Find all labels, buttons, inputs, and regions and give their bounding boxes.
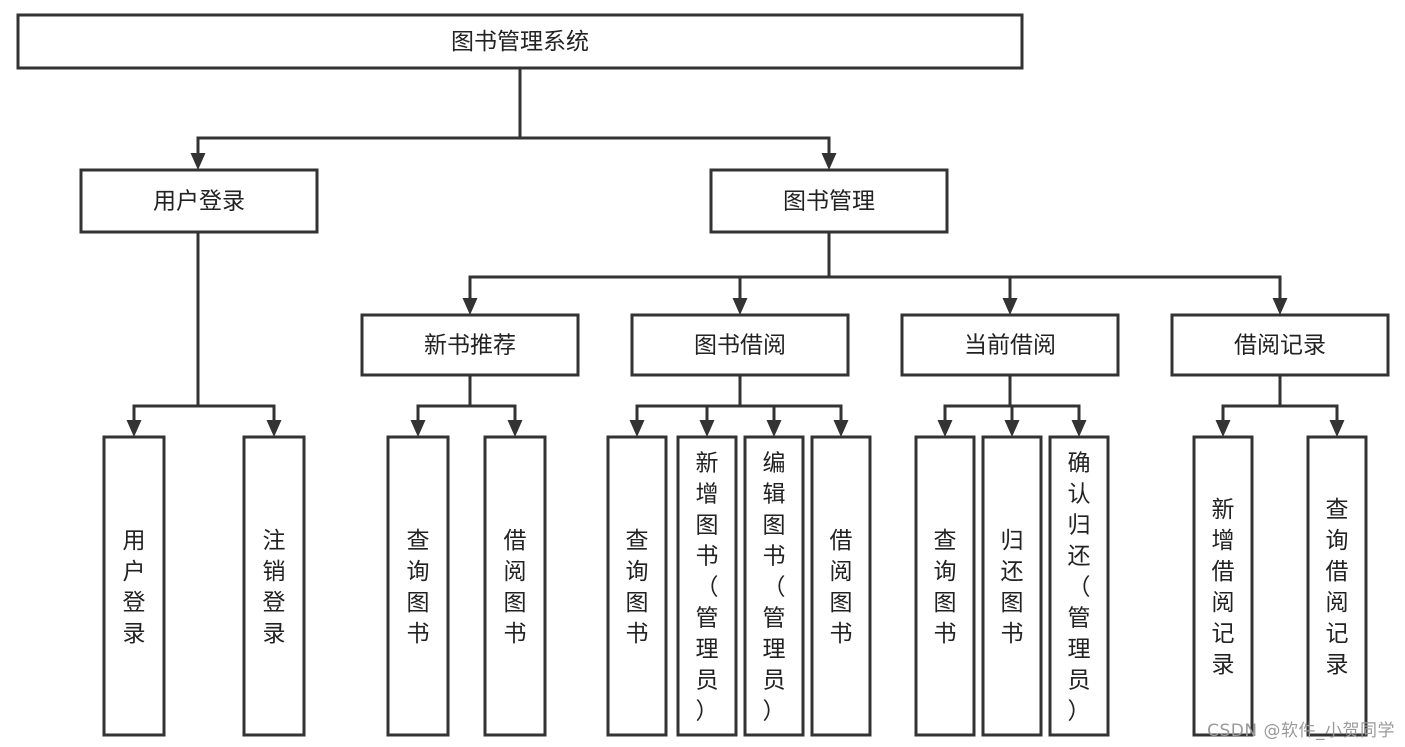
node-box[interactable] [1170,313,1390,377]
connector-edge [1215,375,1282,437]
node-label-vertical: 确认归还（管理员） [1068,451,1091,725]
node-box[interactable] [360,313,580,377]
node-label-vertical: 注销登录 [263,528,286,647]
arrow-head-icon [1329,420,1345,437]
arrow-head-icon [410,420,426,437]
node-label: 用户登录 [153,189,245,215]
node-label-vertical: 新增图书（管理员） [696,451,719,725]
leaf-node[interactable]: 查询图书 [606,435,668,737]
node-label: 图书管理系统 [451,29,589,55]
connector-edge [732,232,831,315]
node-box[interactable] [810,435,872,737]
arrow-head-icon [190,153,206,170]
level3-node[interactable]: 借阅记录 [1170,313,1390,377]
arrow-head-icon [937,420,953,437]
node-box[interactable] [1048,435,1110,737]
arrow-head-icon [1002,298,1018,315]
node-layer: 图书管理系统用户登录图书管理新书推荐图书借阅当前借阅借阅记录用户登录注销登录查询… [16,13,1390,737]
connector-edge [699,375,742,437]
arrow-head-icon [699,420,715,437]
node-box[interactable] [914,435,976,737]
connector-edge [196,232,282,437]
node-label: 新书推荐 [424,333,516,359]
arrow-head-icon [629,420,645,437]
node-box[interactable] [606,435,668,737]
arrow-head-icon [766,420,782,437]
connector-edge [410,375,472,437]
node-box[interactable] [1192,435,1254,737]
node-label-vertical: 归还图书 [1001,528,1024,647]
level2-node[interactable]: 用户登录 [79,168,319,234]
arrow-head-icon [126,420,142,437]
csdn-watermark: CSDN @软件_小贺同学 [1207,721,1395,741]
arrow-head-icon [1215,420,1231,437]
arrow-head-icon [732,298,748,315]
node-label-vertical: 用户登录 [123,528,146,647]
connector-edge [462,232,831,315]
arrow-head-icon [266,420,282,437]
connector-edge [468,375,523,437]
level3-node[interactable]: 当前借阅 [900,313,1120,377]
connector-edge [1008,375,1087,437]
node-box[interactable] [386,435,450,737]
level3-node[interactable]: 新书推荐 [360,313,580,377]
leaf-node[interactable]: 查询借阅记录 [1306,435,1368,737]
level3-node[interactable]: 图书借阅 [630,313,850,377]
leaf-node[interactable]: 用户登录 [102,435,166,737]
connector-edge [827,232,1288,315]
node-box[interactable] [981,435,1043,737]
arrow-head-icon [462,298,478,315]
arrow-head-icon [507,420,523,437]
connector-edge [126,232,200,437]
leaf-node[interactable]: 查询图书 [914,435,976,737]
level2-node[interactable]: 图书管理 [709,168,949,234]
node-box[interactable] [16,13,1024,70]
node-box[interactable] [242,435,306,737]
leaf-node[interactable]: 确认归还（管理员） [1048,435,1110,737]
node-label: 当前借阅 [964,333,1056,359]
leaf-node[interactable]: 借阅图书 [483,435,547,737]
leaf-node[interactable]: 查询图书 [386,435,450,737]
leaf-node[interactable]: 注销登录 [242,435,306,737]
connector-edge [1278,375,1345,437]
leaf-node[interactable]: 新增借阅记录 [1192,435,1254,737]
node-label: 图书借阅 [694,333,786,359]
node-label: 借阅记录 [1234,333,1326,359]
leaf-node[interactable]: 归还图书 [981,435,1043,737]
node-label-vertical: 查询图书 [934,528,957,647]
arrow-head-icon [1272,298,1288,315]
connector-layer [126,68,1345,437]
node-box[interactable] [483,435,547,737]
node-box[interactable] [709,168,949,234]
node-label: 图书管理 [783,189,875,215]
connector-edge [518,68,837,170]
node-box[interactable] [900,313,1120,377]
node-box[interactable] [79,168,319,234]
node-box[interactable] [676,435,738,737]
leaf-node[interactable]: 编辑图书（管理员） [743,435,805,737]
node-box[interactable] [630,313,850,377]
node-label-vertical: 查询图书 [626,528,649,647]
node-label-vertical: 编辑图书（管理员） [763,451,786,725]
arrow-head-icon [821,153,837,170]
leaf-node[interactable]: 借阅图书 [810,435,872,737]
leaf-node[interactable]: 新增图书（管理员） [676,435,738,737]
connector-edge [190,68,522,170]
connector-edge [937,375,1012,437]
arrow-head-icon [1071,420,1087,437]
arrow-head-icon [833,420,849,437]
node-label-vertical: 查询借阅记录 [1326,497,1349,678]
node-box[interactable] [1306,435,1368,737]
root-node-system[interactable]: 图书管理系统 [16,13,1024,70]
node-label-vertical: 查询图书 [407,528,430,647]
node-box[interactable] [743,435,805,737]
connector-edge [827,232,1018,315]
node-label-vertical: 借阅图书 [830,528,853,647]
arrow-head-icon [1004,420,1020,437]
node-label-vertical: 新增借阅记录 [1212,497,1235,678]
node-box[interactable] [102,435,166,737]
connector-edge [738,375,849,437]
node-label-vertical: 借阅图书 [504,528,527,647]
